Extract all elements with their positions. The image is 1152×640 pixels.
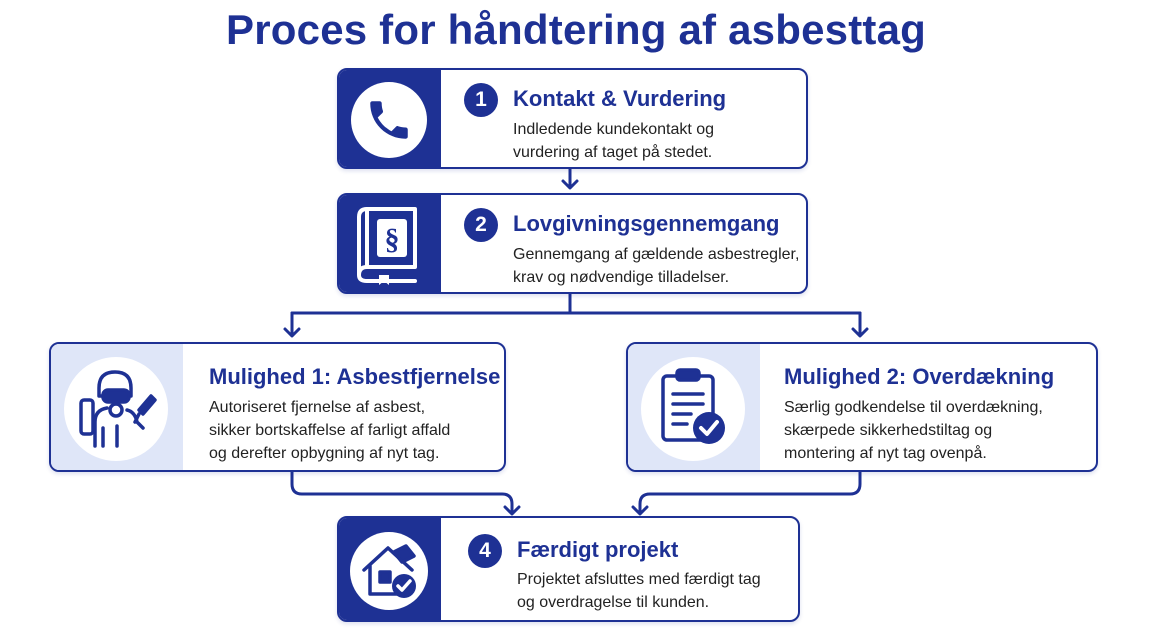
- step-description-line: vurdering af taget på stedet.: [513, 144, 713, 161]
- protective-suit-worker-icon: [64, 357, 168, 461]
- step-description-line: krav og nødvendige tilladelser.: [513, 269, 730, 286]
- step-number: 4: [468, 534, 502, 568]
- step-description-line: Gennemgang af gældende asbestregler,: [513, 246, 800, 263]
- option-description: Autoriseret fjernelse af asbest, sikker …: [209, 396, 450, 465]
- connector-left-merge: [290, 470, 514, 514]
- icon-panel: [339, 70, 441, 167]
- step-description: Projektet afsluttes med færdigt tag og o…: [517, 568, 761, 614]
- step-card-2: § 2 Lovgivningsgennemgang Gennemgang af …: [337, 193, 808, 294]
- page-title: Proces for håndtering af asbesttag: [226, 6, 926, 53]
- phone-icon: [351, 82, 427, 158]
- step-description: Gennemgang af gældende asbestregler, kra…: [513, 243, 799, 289]
- option-description: Særlig godkendelse til overdækning, skær…: [784, 396, 1043, 465]
- step-number: 2: [464, 208, 498, 242]
- step-description-line: Projektet afsluttes med færdigt tag: [517, 571, 761, 588]
- step-title: Kontakt & Vurdering: [513, 86, 727, 111]
- option-description-line: og derefter opbygning af nyt tag.: [209, 445, 440, 462]
- icon-panel: [51, 344, 183, 470]
- connector-right-merge: [638, 470, 862, 514]
- step-card-4: 4 Færdigt projekt Projektet afsluttes me…: [337, 516, 800, 622]
- step-description-line: Indledende kundekontakt og: [513, 121, 715, 138]
- option-description-line: Særlig godkendelse til overdækning,: [784, 399, 1043, 416]
- step-card-1: 1 Kontakt & Vurdering Indledende kundeko…: [337, 68, 808, 169]
- arrowhead-1-2: [561, 179, 579, 190]
- option-card-2: Mulighed 2: Overdækning Særlig godkendel…: [626, 342, 1098, 472]
- step-title: Færdigt projekt: [517, 537, 679, 562]
- option-description-line: Autoriseret fjernelse af asbest,: [209, 399, 426, 416]
- step-title: Lovgivningsgennemgang: [513, 211, 780, 236]
- arrowhead-left: [283, 327, 301, 338]
- icon-panel: [339, 518, 441, 620]
- step-description-line: og overdragelse til kunden.: [517, 594, 710, 611]
- step-description: Indledende kundekontakt og vurdering af …: [513, 118, 714, 164]
- option-title: Mulighed 1: Asbestfjernelse: [209, 364, 501, 389]
- svg-text:§: §: [385, 223, 400, 256]
- icon-panel: [628, 344, 760, 470]
- option-description-line: sikker bortskaffelse af farligt affald: [209, 422, 451, 439]
- arrowhead-right: [851, 327, 869, 338]
- clipboard-check-icon: [641, 357, 745, 461]
- arrowhead-merge-left: [503, 505, 521, 516]
- house-check-icon: [350, 532, 428, 610]
- law-book-icon: §: [353, 205, 429, 290]
- option-description-line: skærpede sikkerhedstiltag og: [784, 422, 993, 439]
- icon-panel: §: [339, 195, 441, 292]
- option-description-line: montering af nyt tag ovenpå.: [784, 445, 987, 462]
- option-title: Mulighed 2: Overdækning: [784, 364, 1055, 389]
- connector-2-split: [290, 291, 862, 315]
- step-number: 1: [464, 83, 498, 117]
- option-card-1: Mulighed 1: Asbestfjernelse Autoriseret …: [49, 342, 506, 472]
- arrowhead-merge-right: [631, 505, 649, 516]
